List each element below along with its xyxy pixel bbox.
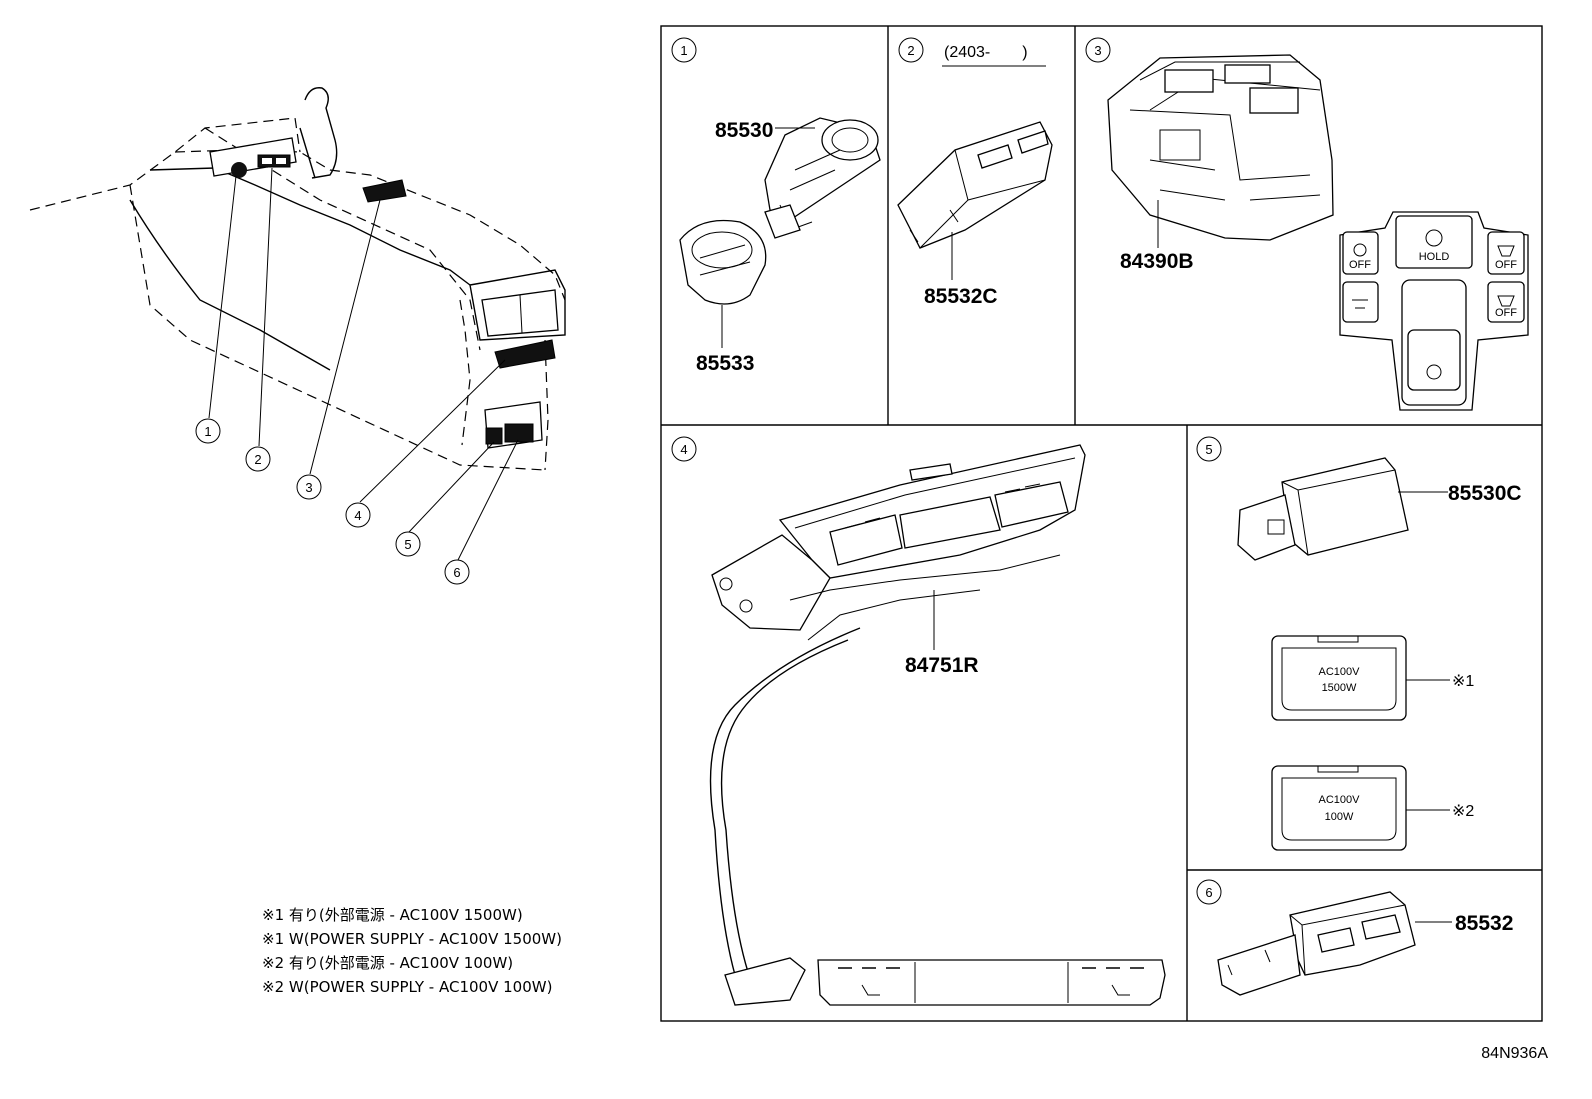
panel-3: 3 84390B OFF HOLD OFF OFF <box>1085 37 1529 411</box>
callout-1: 1 <box>195 418 221 444</box>
callout-4: 4 <box>345 502 371 528</box>
callout-3: 3 <box>296 474 322 500</box>
panel-4: 4 84751R <box>671 436 1166 1006</box>
console-overview: 1 2 3 4 5 6 <box>29 87 566 585</box>
note-3: ※2 有り(外部電源 - AC100V 100W) <box>262 954 513 972</box>
part-85532C: 85532C <box>924 285 998 308</box>
part-85533: 85533 <box>696 352 754 375</box>
panel-5: 5 85530C AC100V 1500W ※1 AC100V 100W ※2 <box>1196 436 1522 851</box>
part-85530: 85530 <box>715 119 773 142</box>
switch-label-off-1: OFF <box>1495 259 1517 271</box>
panel-1: 1 85530 85533 <box>671 37 881 375</box>
date-range: (2403- ) <box>944 44 1028 61</box>
panel-6: 6 85532 <box>1196 879 1513 996</box>
note-ref-1: ※1 <box>1452 673 1474 690</box>
panel-2-number: 2 <box>907 43 914 58</box>
switch-label-auto-off: OFF <box>1349 259 1371 271</box>
svg-text:4: 4 <box>354 508 361 523</box>
svg-text:3: 3 <box>305 480 312 495</box>
note-4: ※2 W(POWER SUPPLY - AC100V 100W) <box>262 978 552 996</box>
part-84751R: 84751R <box>905 654 979 677</box>
panel-5-number: 5 <box>1205 442 1212 457</box>
part-84390B: 84390B <box>1120 250 1194 273</box>
outlet-2-line1: AC100V <box>1319 794 1361 806</box>
outlet-cover-100w: AC100V 100W ※2 <box>1271 765 1474 851</box>
callout-5: 5 <box>395 531 421 557</box>
callout-6: 6 <box>444 559 470 585</box>
switch-label-hold: HOLD <box>1419 251 1450 263</box>
callout-2: 2 <box>245 446 271 472</box>
panel-6-number: 6 <box>1205 885 1212 900</box>
outlet-1-line1: AC100V <box>1319 666 1361 678</box>
diagram-code: 84N936A <box>1481 1045 1548 1062</box>
panel-2: 2 (2403- ) 85532C <box>897 37 1053 308</box>
outlet-1-line2: 1500W <box>1322 682 1357 694</box>
svg-text:5: 5 <box>404 537 411 552</box>
panel-4-number: 4 <box>680 442 687 457</box>
panel-grid <box>660 25 1543 1022</box>
note-2: ※1 W(POWER SUPPLY - AC100V 1500W) <box>262 930 562 948</box>
svg-text:1: 1 <box>204 424 211 439</box>
outlet-cover-1500w: AC100V 1500W ※1 <box>1271 635 1474 721</box>
svg-text:2: 2 <box>254 452 261 467</box>
part-85532: 85532 <box>1455 912 1513 935</box>
panel-1-number: 1 <box>680 43 687 58</box>
outlet-2-line2: 100W <box>1325 811 1354 823</box>
notes: ※1 有り(外部電源 - AC100V 1500W) ※1 W(POWER SU… <box>262 906 562 996</box>
part-85530C: 85530C <box>1448 482 1522 505</box>
note-ref-2: ※2 <box>1452 803 1474 820</box>
note-1: ※1 有り(外部電源 - AC100V 1500W) <box>262 906 523 924</box>
switch-label-off-2: OFF <box>1495 307 1517 319</box>
svg-text:6: 6 <box>453 565 460 580</box>
panel-3-number: 3 <box>1094 43 1101 58</box>
